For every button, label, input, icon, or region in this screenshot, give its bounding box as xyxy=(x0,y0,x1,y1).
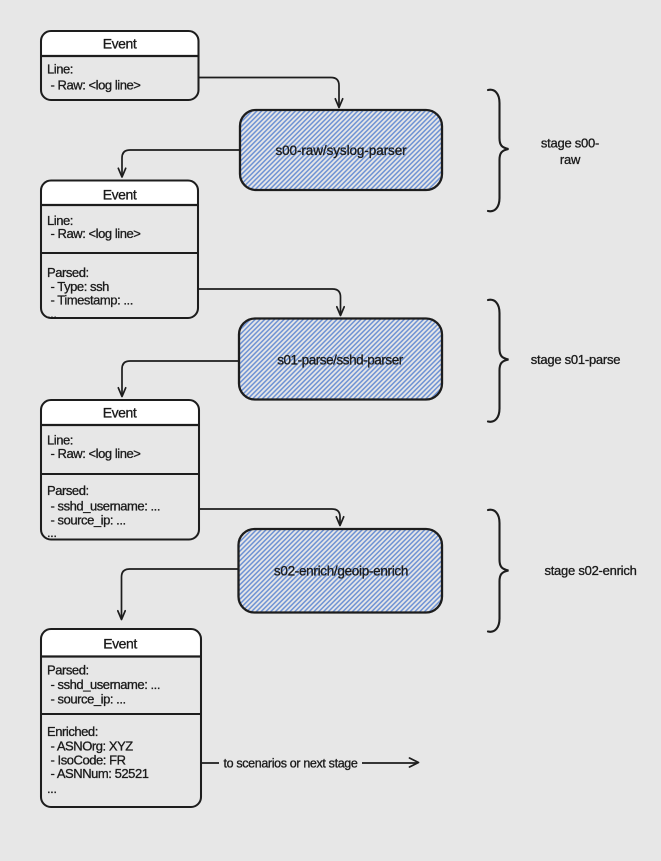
svg-text:Parsed:: Parsed: xyxy=(47,483,89,498)
svg-text:raw: raw xyxy=(560,152,581,167)
svg-text:- Type: ssh: - Type: ssh xyxy=(51,279,110,294)
svg-text:stage s02-enrich: stage s02-enrich xyxy=(544,563,636,578)
svg-text:s00-raw/syslog-parser: s00-raw/syslog-parser xyxy=(275,143,407,158)
svg-text:stage s00-: stage s00- xyxy=(541,136,599,151)
svg-text:Enriched:: Enriched: xyxy=(47,724,98,739)
svg-text:Parsed:: Parsed: xyxy=(47,265,89,280)
svg-text:- sshd_username: ...: - sshd_username: ... xyxy=(51,677,161,692)
svg-text:- Raw: <log line>: - Raw: <log line> xyxy=(51,446,141,461)
svg-text:- Raw: <log line>: - Raw: <log line> xyxy=(51,78,141,93)
svg-text:Event: Event xyxy=(103,187,137,203)
svg-text:- Timestamp: ...: - Timestamp: ... xyxy=(51,293,133,308)
svg-text:- sshd_username: ...: - sshd_username: ... xyxy=(51,499,161,514)
svg-text:to scenarios or next stage: to scenarios or next stage xyxy=(223,757,357,771)
svg-text:- ASNNum: 52521: - ASNNum: 52521 xyxy=(51,766,149,781)
svg-text:Event: Event xyxy=(103,405,137,421)
svg-text:s01-parse/sshd-parser: s01-parse/sshd-parser xyxy=(277,352,404,367)
svg-text:Line:: Line: xyxy=(47,62,73,77)
svg-text:Event: Event xyxy=(103,636,137,652)
svg-text:- ASNOrg: XYZ: - ASNOrg: XYZ xyxy=(51,739,134,754)
svg-text:Line:: Line: xyxy=(47,433,73,448)
svg-text:Line:: Line: xyxy=(47,213,73,228)
svg-text:...: ... xyxy=(47,306,57,321)
svg-text:- IsoCode: FR: - IsoCode: FR xyxy=(51,753,126,768)
svg-text:stage s01-parse: stage s01-parse xyxy=(531,352,620,367)
svg-text:Event: Event xyxy=(103,36,137,52)
svg-text:...: ... xyxy=(47,525,57,540)
svg-text:- source_ip: ...: - source_ip: ... xyxy=(51,692,126,707)
svg-text:- Raw: <log line>: - Raw: <log line> xyxy=(51,226,141,241)
svg-text:- source_ip: ...: - source_ip: ... xyxy=(51,513,126,528)
svg-text:s02-enrich/geoip-enrich: s02-enrich/geoip-enrich xyxy=(274,563,408,578)
svg-text:Parsed:: Parsed: xyxy=(47,663,89,678)
svg-text:...: ... xyxy=(47,781,57,796)
